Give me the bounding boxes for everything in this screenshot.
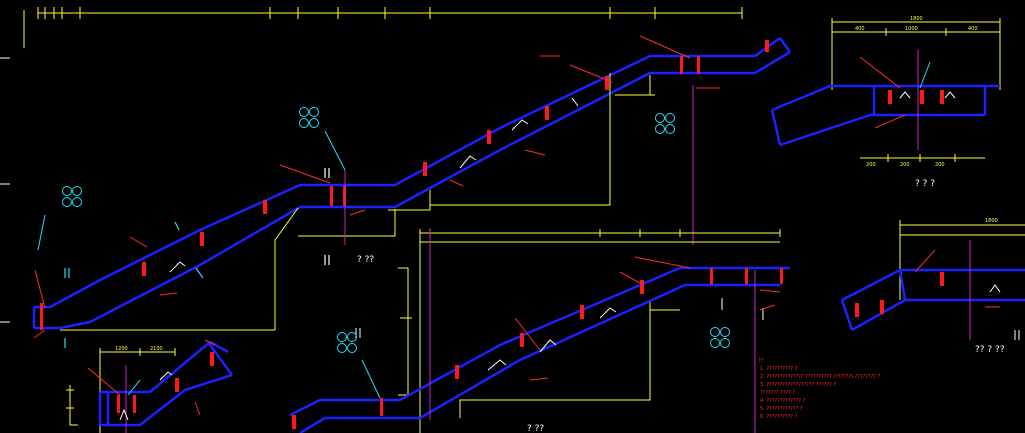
second-stair-view: [289, 229, 790, 433]
detail-right-top-dim-bottom-2: 200: [900, 162, 910, 168]
second-stair-bottom-label: ? ??: [527, 424, 544, 433]
detail-bottom-left: [66, 339, 234, 433]
detail-right-bottom: [840, 220, 1025, 340]
notes-item-5: 5. ???????????? ?: [760, 406, 803, 412]
main-stair-outline: [32, 36, 792, 330]
detail-right-bottom-dim-overall: 1800: [985, 218, 998, 224]
main-stair-view: [0, 7, 792, 348]
notes-item-1: 1. ?????????? ?: [760, 366, 797, 372]
detail-bottom-left-dim-2: 2100: [150, 346, 163, 352]
notes-item-3-cont: ??????? ???? ?: [760, 390, 795, 396]
detail-right-top-dim-sub-3: 400: [968, 26, 978, 32]
notes-item-6: 6. ?????????? ?: [760, 414, 797, 420]
notes-item-4: 4. ????????????? ?: [760, 398, 805, 404]
notes-item-3: 3. ?????????????????? ?????? ?: [760, 382, 836, 388]
detail-right-top-dim-sub-2: 1000: [905, 26, 918, 32]
notes-heading: ??:: [758, 358, 765, 364]
detail-right-bottom-title: ?? ? ??: [975, 345, 1005, 355]
detail-right-top-dim-bottom-3: 200: [935, 162, 945, 168]
main-rebar-marks: [40, 40, 769, 330]
detail-right-top-title: ? ? ?: [915, 179, 935, 189]
detail-right-top-dim-overall: 1800: [910, 16, 923, 22]
detail-right-top-dim-sub-1: 400: [855, 26, 865, 32]
main-stair-title: ? ??: [357, 255, 374, 265]
detail-right-top-dim-bottom-1: 200: [866, 162, 876, 168]
main-top-dimension-chain: [23, 7, 743, 48]
notes-block: ??: 1. ?????????? ? 2. ?????????????? ??…: [758, 358, 880, 420]
detail-bottom-left-dim-1: 1200: [115, 346, 128, 352]
notes-item-2: 2. ?????????????? ?????????? (??????) ??…: [760, 374, 880, 380]
detail-right-top: [770, 18, 1001, 162]
